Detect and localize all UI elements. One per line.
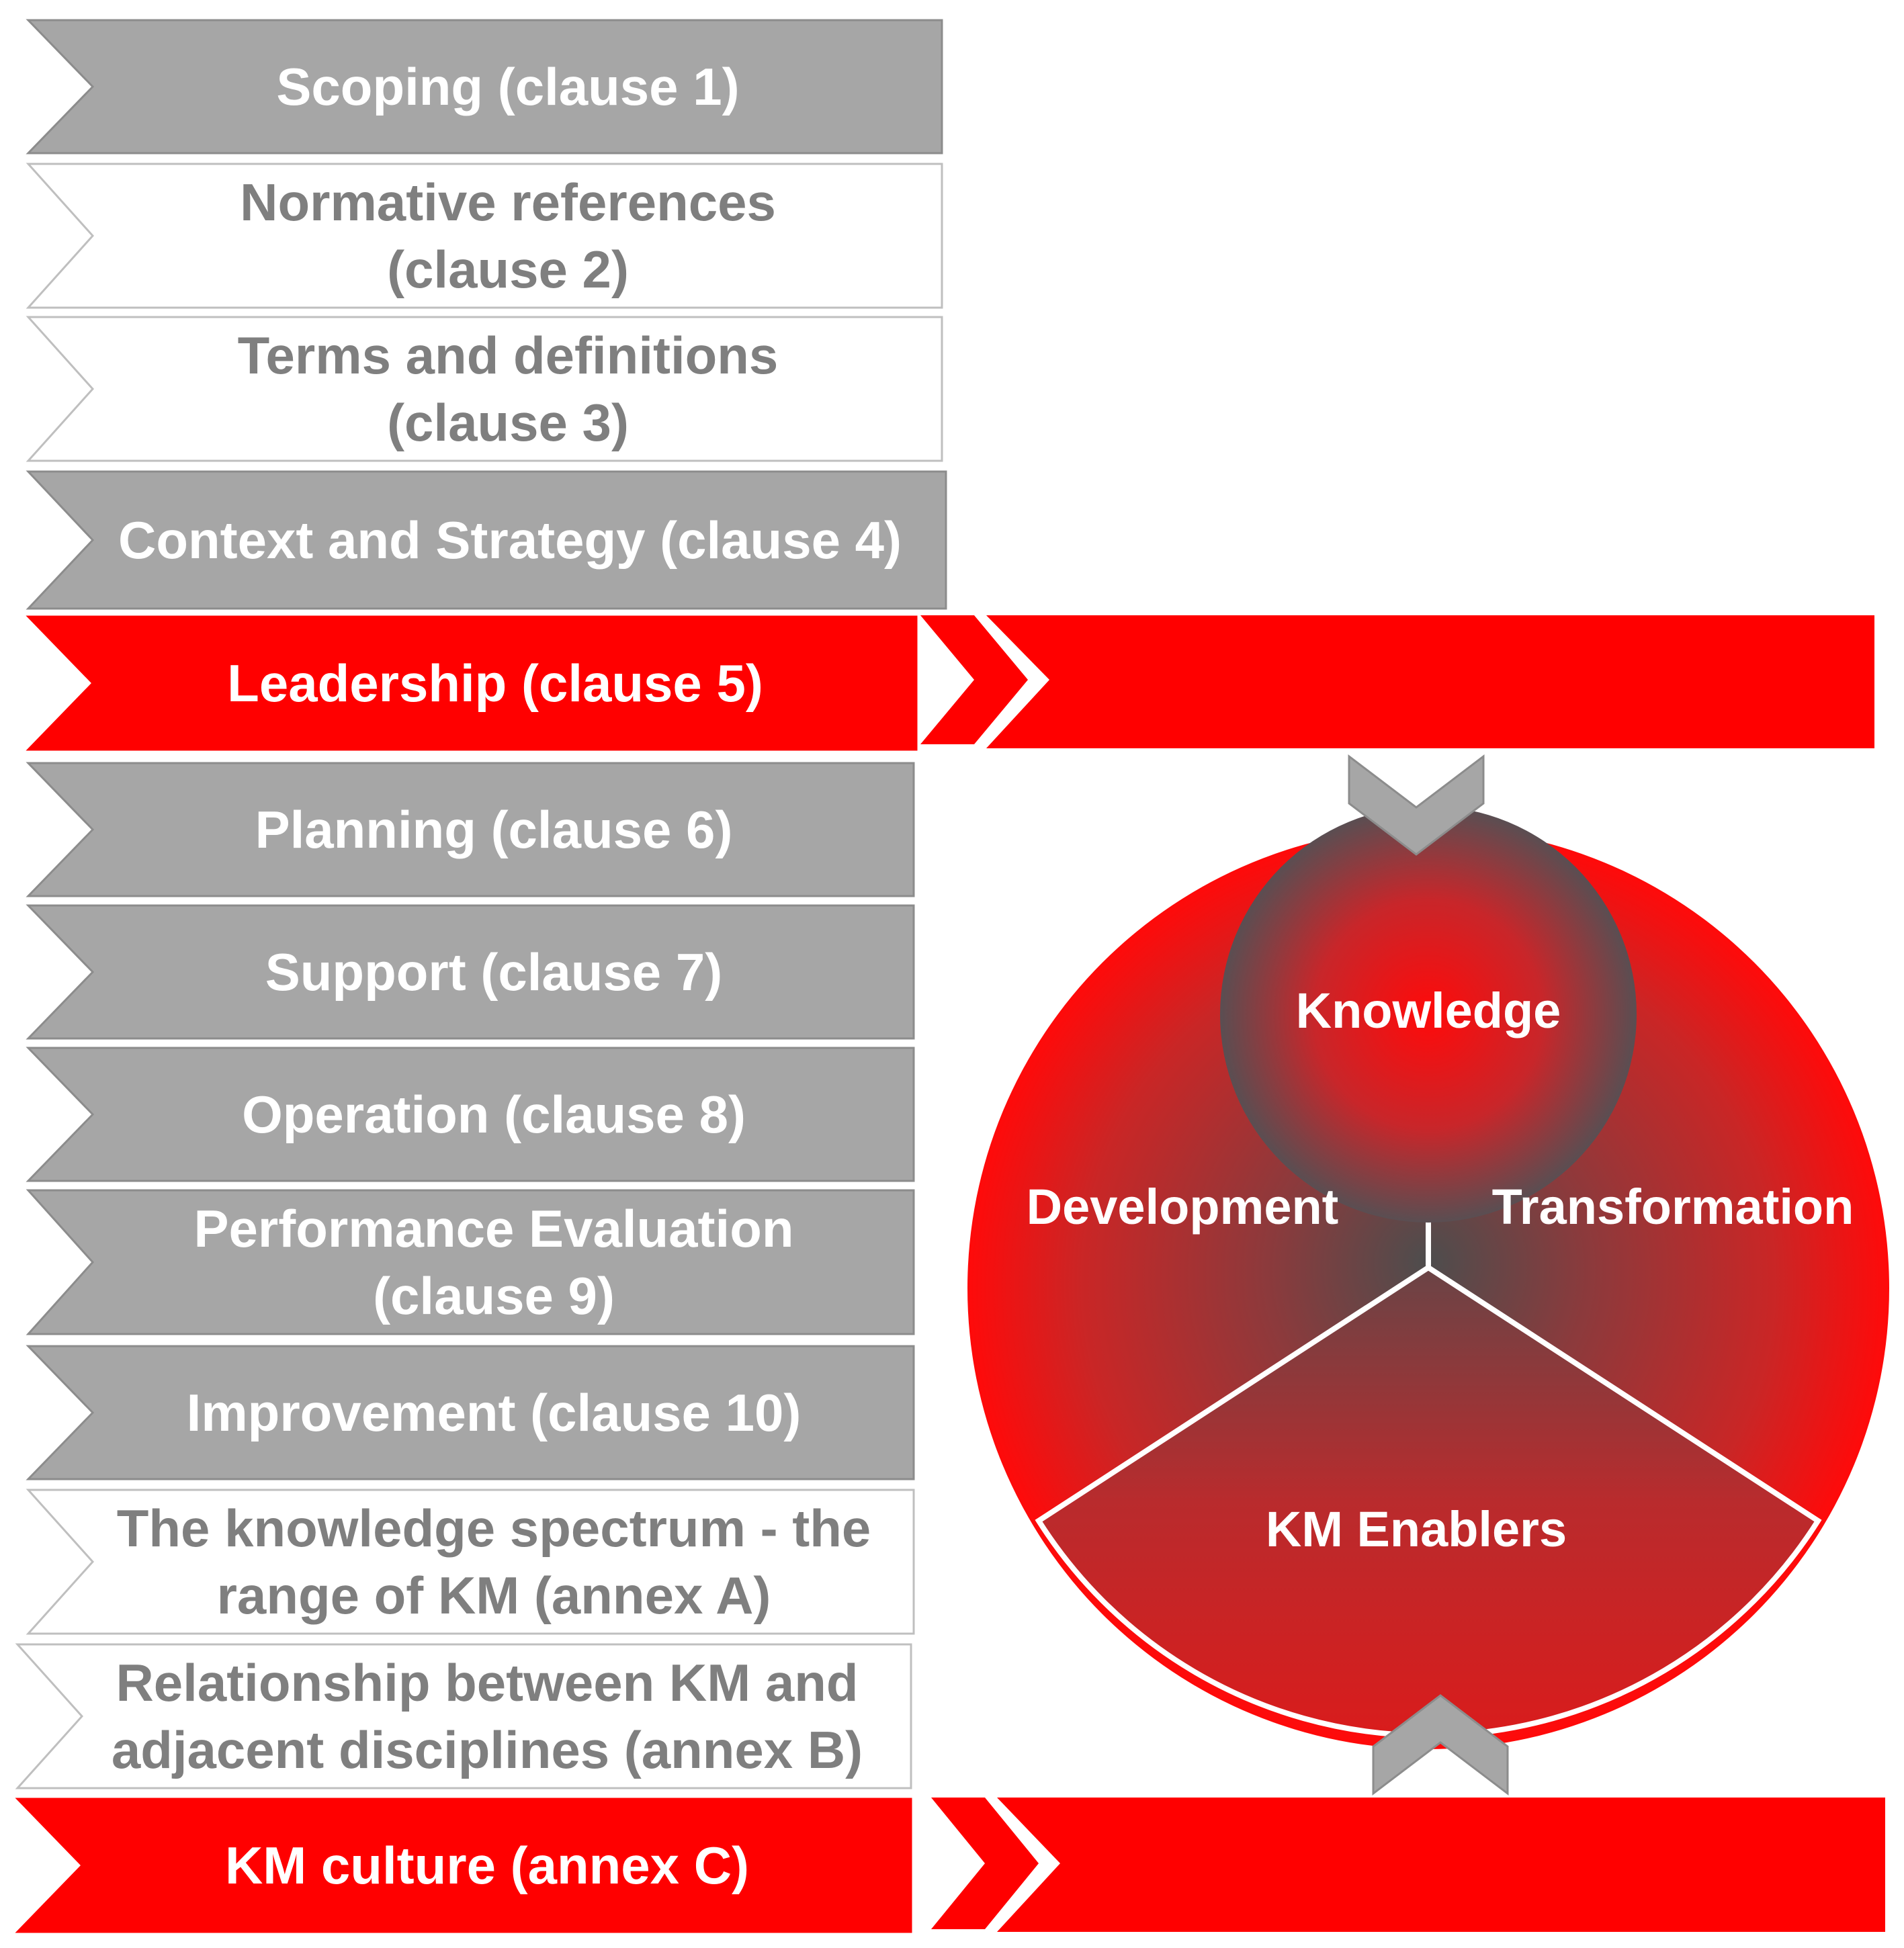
- clause-label-km-culture: KM culture (annex C): [225, 1836, 749, 1895]
- clause-label-terms-definitions: Terms and definitions: [238, 326, 779, 385]
- clause-list: Scoping (clause 1) Normative references (c…: [15, 19, 947, 1933]
- clause-bar-km-culture: KM culture (annex C): [15, 1798, 912, 1933]
- clause-label-knowledge-spectrum: range of KM (annex A): [217, 1566, 771, 1625]
- km-model-circle: Knowledge Development Transformation KM …: [967, 806, 1889, 1749]
- clause-chevron-shape: [26, 19, 943, 154]
- chevron-up-icon: [1372, 1694, 1509, 1796]
- clause-chevron-shape: [26, 904, 915, 1040]
- leadership-band: [986, 615, 1874, 748]
- double-chevron-arrow-icon: [920, 615, 1028, 744]
- clause-chevron-shape: [15, 1798, 912, 1933]
- clause-chevron-shape: [26, 470, 947, 610]
- clause-label-knowledge-spectrum: The knowledge spectrum - the: [117, 1499, 871, 1558]
- clause-label-support: Support (clause 7): [265, 942, 722, 1002]
- clause-bar-leadership: Leadership (clause 5): [26, 615, 918, 751]
- knowledge-circle: [1220, 806, 1637, 1223]
- clause-label-context-strategy: Context and Strategy (clause 4): [118, 511, 902, 570]
- clause-label-terms-definitions: (clause 3): [387, 393, 629, 452]
- clause-label-adjacent-disciplines: Relationship between KM and: [116, 1653, 858, 1712]
- km-culture-band: [997, 1798, 1885, 1932]
- clause-label-adjacent-disciplines: adjacent disciplines (annex B): [112, 1720, 863, 1779]
- clause-label-performance-evaluation: Performance Evaluation: [194, 1199, 794, 1258]
- clause-bar-support: Support (clause 7): [26, 904, 915, 1040]
- clause-chevron-shape: [26, 615, 918, 751]
- clause-label-planning: Planning (clause 6): [255, 800, 733, 859]
- km-enablers-label: KM Enablers: [1266, 1501, 1567, 1557]
- clause-bar-adjacent-disciplines: Relationship between KM and adjacent disc…: [15, 1643, 912, 1789]
- clause-label-normative-references: (clause 2): [387, 240, 629, 299]
- clause-label-scoping: Scoping (clause 1): [276, 57, 739, 116]
- clause-bar-knowledge-spectrum: The knowledge spectrum - the range of KM …: [26, 1489, 915, 1635]
- clause-label-improvement: Improvement (clause 10): [187, 1383, 802, 1442]
- clause-label-performance-evaluation: (clause 9): [373, 1266, 615, 1325]
- clause-bar-planning: Planning (clause 6): [26, 762, 915, 897]
- clause-chevron-shape: [26, 1489, 915, 1635]
- clause-label-operation: Operation (clause 8): [242, 1085, 746, 1144]
- clause-bar-operation: Operation (clause 8): [26, 1047, 915, 1182]
- clause-chevron-shape: [26, 1047, 915, 1182]
- clause-chevron-shape: [26, 163, 943, 309]
- chevron-down-icon: [1348, 754, 1485, 856]
- km-culture-arrow-band: [931, 1798, 1885, 1932]
- clause-bar-context-strategy: Context and Strategy (clause 4): [26, 470, 947, 610]
- clause-chevron-shape: [26, 762, 915, 897]
- clause-chevron-shape: [26, 1345, 915, 1480]
- double-chevron-arrow-icon: [931, 1798, 1039, 1929]
- clause-chevron-shape: [26, 1189, 915, 1335]
- clause-bar-terms-definitions: Terms and definitions (clause 3): [26, 316, 943, 462]
- clause-bar-normative-references: Normative references (clause 2): [26, 163, 943, 309]
- transformation-label: Transformation: [1492, 1179, 1854, 1235]
- clause-bar-improvement: Improvement (clause 10): [26, 1345, 915, 1480]
- clause-label-normative-references: Normative references: [240, 173, 776, 232]
- clause-chevron-shape: [26, 316, 943, 462]
- clause-bar-scoping: Scoping (clause 1): [26, 19, 943, 154]
- knowledge-label: Knowledge: [1296, 983, 1561, 1038]
- clause-bar-performance-evaluation: Performance Evaluation (clause 9): [26, 1189, 915, 1335]
- clause-chevron-shape: [15, 1643, 912, 1789]
- clause-label-leadership: Leadership (clause 5): [227, 654, 763, 713]
- development-label: Development: [1027, 1179, 1339, 1235]
- leadership-arrow-band: [920, 615, 1874, 748]
